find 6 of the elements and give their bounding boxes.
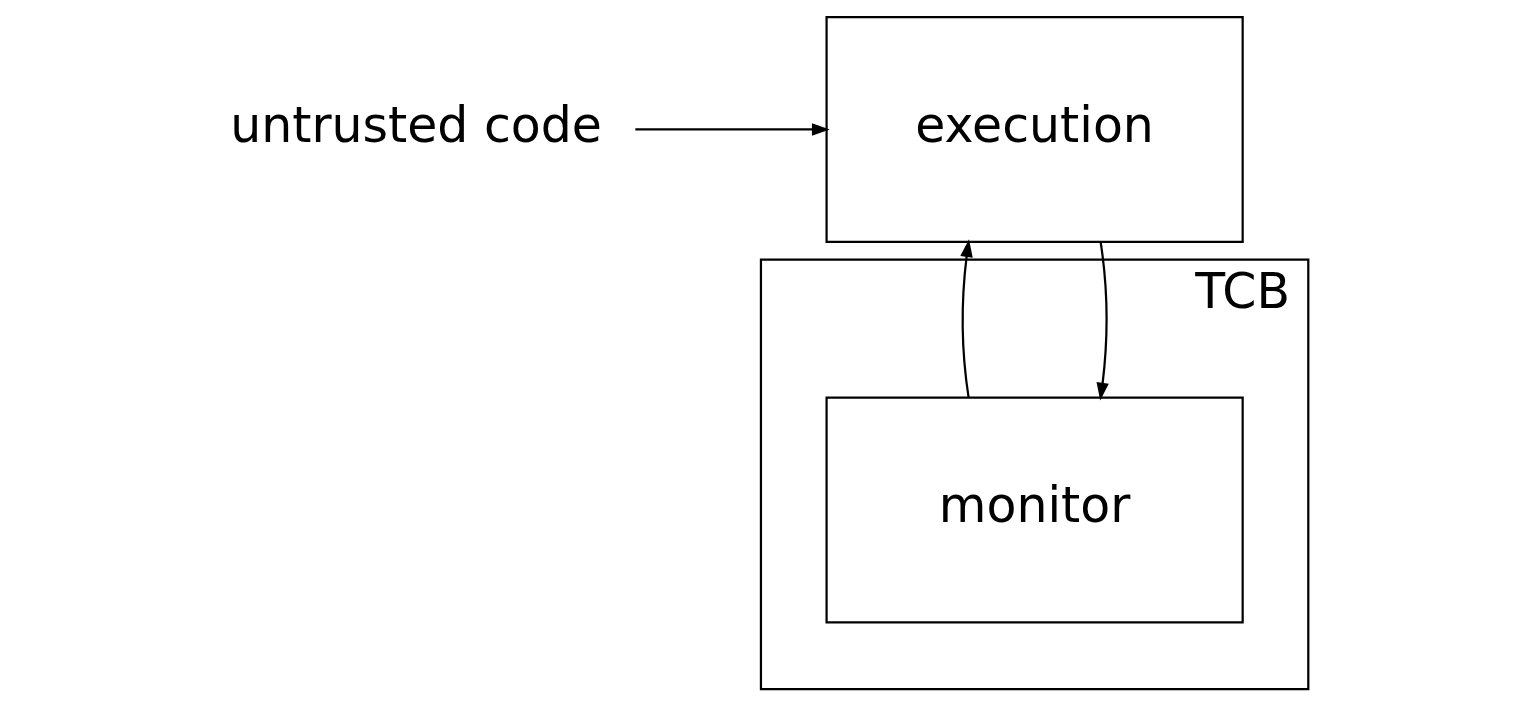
arrow	[959, 239, 973, 398]
node-box: execution	[824, 16, 1244, 243]
arrow	[1096, 242, 1109, 401]
node-box: monitor	[824, 396, 1244, 624]
arrow	[634, 123, 830, 136]
node-text: untrusted code	[229, 96, 602, 154]
